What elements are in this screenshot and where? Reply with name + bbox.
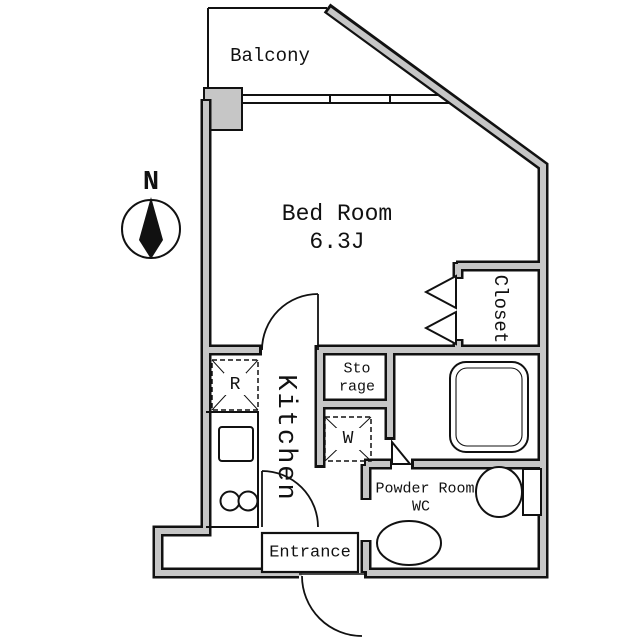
closet-label: Closet <box>489 275 511 343</box>
kitchen-sink <box>218 426 254 462</box>
stove-burners-icon <box>219 490 259 512</box>
window-wall <box>206 94 457 104</box>
kitchen-counter-line <box>206 411 259 528</box>
entrance-label: Entrance <box>269 544 351 563</box>
wc-label: WC <box>412 499 430 516</box>
storage-label-line1: Sto <box>343 361 370 378</box>
balcony-label: Balcony <box>230 45 310 67</box>
washer-label: W <box>343 429 354 449</box>
entrance-door-arc <box>299 573 364 637</box>
bedroom-size-label: 6.3J <box>309 229 364 255</box>
bathtub <box>449 361 529 453</box>
bathroom-folding-door-icon <box>391 439 413 465</box>
storage-label-line2: rage <box>339 379 375 396</box>
toilet <box>475 466 542 518</box>
refrigerator-label: R <box>230 375 241 395</box>
powder-room-label: Powder Room <box>375 481 474 498</box>
entrance-box: Entrance <box>260 531 360 574</box>
compass-icon: N <box>121 168 181 259</box>
kitchen-label: Kitchen <box>270 374 300 501</box>
refrigerator-box: R <box>211 359 259 411</box>
kitchen-door-arc <box>261 470 319 528</box>
walls-gray <box>155 7 546 576</box>
north-label: N <box>143 168 159 198</box>
bedroom-label: Bed Room <box>282 201 392 227</box>
wash-basin <box>376 520 442 566</box>
bedroom-door-arc <box>261 293 319 351</box>
balcony-outline <box>207 7 327 90</box>
washer-box: W <box>324 416 372 462</box>
closet-bifold-door-icon <box>423 274 457 346</box>
north-needle-icon <box>139 197 163 259</box>
